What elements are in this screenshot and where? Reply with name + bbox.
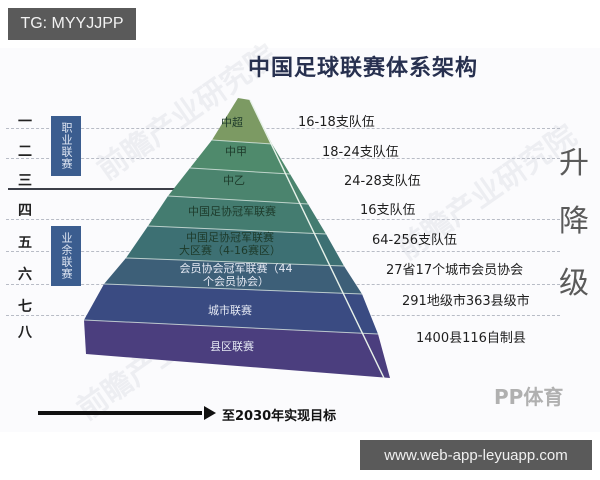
tier-label: 中国足协冠军联赛 [188, 205, 276, 218]
tier-count: 64-256支队伍 [372, 233, 458, 248]
level-number: 七 [18, 299, 32, 315]
level-number: 二 [18, 144, 32, 160]
level-number: 六 [18, 267, 32, 283]
level-number: 四 [18, 203, 32, 219]
tier-count: 16-18支队伍 [298, 115, 375, 130]
tier-county [84, 320, 390, 378]
tier-regional [126, 226, 344, 266]
arrow-shaft [38, 411, 202, 415]
tier-chaosuper [212, 98, 272, 144]
level-number: 三 [18, 173, 32, 189]
tier-count: 291地级市363县级市 [402, 294, 530, 309]
level-number: 八 [18, 325, 32, 341]
tier-jia [190, 140, 290, 174]
level-divider [6, 128, 560, 129]
tier-count: 24-28支队伍 [344, 174, 421, 189]
tier-member-assoc [104, 258, 362, 294]
tier-cfa-champions [148, 196, 326, 234]
group-amateur: 业余联赛 [51, 226, 81, 286]
tier-label: 城市联赛 [208, 304, 252, 317]
level-divider [6, 158, 560, 159]
side-label-char: 升 [559, 146, 589, 181]
tier-label-line: 会员协会冠军联赛（44 [179, 262, 293, 275]
level-number: 五 [18, 235, 32, 251]
timeline-arrow [38, 406, 216, 420]
pro-amateur-divider [8, 188, 248, 190]
brand-logo: PP体育 [494, 385, 564, 409]
tier-label: 中国足协冠军联赛 大区赛（4-16赛区） [179, 231, 281, 257]
tier-label: 中乙 [223, 174, 245, 187]
tier-yi [168, 168, 308, 204]
group-professional: 职业联赛 [51, 116, 81, 176]
side-label-char: 级 [559, 266, 589, 301]
tier-city [84, 284, 378, 334]
tier-count: 27省17个城市会员协会 [386, 263, 524, 278]
tier-label-line: 个会员协会） [203, 275, 269, 288]
side-label-char: 降 [559, 204, 589, 239]
league-pyramid [83, 98, 390, 379]
tier-label-line: 中国足协冠军联赛 [186, 231, 274, 244]
infographic-canvas: 前瞻产业研究院 前瞻产业研究院 前瞻产业研究院 中国足球联赛体系架构 一 二 三… [0, 38, 600, 432]
diagram-title: 中国足球联赛体系架构 [248, 56, 479, 81]
top-watermark-badge: TG: MYYJJPP [8, 8, 136, 40]
bottom-watermark-badge: www.web-app-leyuapp.com [360, 440, 592, 470]
tier-label: 中甲 [225, 145, 247, 158]
tier-count: 16支队伍 [360, 203, 416, 218]
tier-count: 18-24支队伍 [322, 145, 399, 160]
arrow-right-icon [204, 406, 216, 420]
tier-count: 1400县116自制县 [416, 331, 526, 346]
level-number: 一 [18, 114, 32, 130]
tier-label: 会员协会冠军联赛（44 个会员协会） [180, 262, 293, 288]
goal-label: 至2030年实现目标 [222, 409, 337, 424]
tier-label-line: 大区赛（4-16赛区） [179, 244, 281, 257]
tier-label: 中超 [221, 116, 243, 129]
tier-label: 县区联赛 [210, 340, 254, 353]
